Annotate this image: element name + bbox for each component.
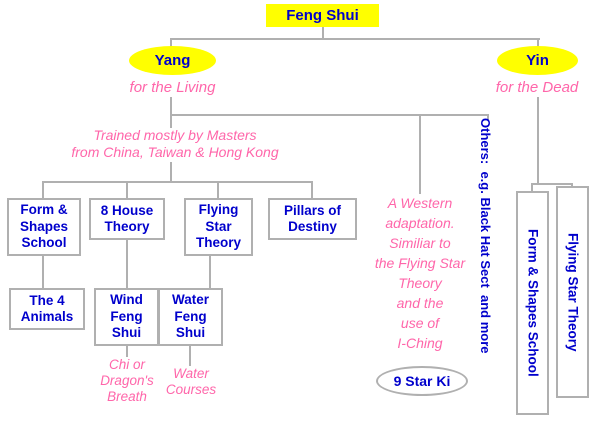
connector <box>126 346 128 357</box>
box-wind-feng-shui: Wind Feng Shui <box>94 288 159 346</box>
connector <box>126 240 128 288</box>
root-node-feng-shui: Feng Shui <box>266 4 379 27</box>
vbox-yin-form-shapes-school: Form & Shapes School <box>516 191 549 415</box>
yang-node: Yang <box>129 46 216 75</box>
connector <box>43 181 312 183</box>
connector <box>537 97 539 184</box>
yang-masters-note: Trained mostly by Masters from China, Ta… <box>71 127 279 160</box>
box-pillars-of-destiny: Pillars of Destiny <box>268 198 357 240</box>
connector <box>537 38 539 47</box>
connector <box>487 114 489 120</box>
connector <box>170 162 172 182</box>
yang-subtitle: for the Living <box>129 79 216 96</box>
box-water-feng-shui: Water Feng Shui <box>158 288 223 346</box>
connector <box>170 38 172 47</box>
chi-annotation: Chi or Dragon's Breath <box>100 357 154 404</box>
vbox-yin-flying-star-label: Flying Star Theory <box>565 232 581 352</box>
connector <box>170 97 172 128</box>
connector <box>170 114 489 116</box>
connector <box>531 183 533 192</box>
connector <box>531 183 573 185</box>
connector <box>42 256 44 288</box>
others-label: Others: e.g. Black Hat Sect and more <box>478 118 493 354</box>
connector <box>311 181 313 198</box>
connector <box>322 27 324 39</box>
box-8-house-theory: 8 House Theory <box>89 198 165 240</box>
connector <box>126 181 128 198</box>
western-adaptation-note: A Western adaptation. Similiar to the Fl… <box>374 195 466 351</box>
connector <box>170 38 540 40</box>
vbox-yin-flying-star-theory: Flying Star Theory <box>556 186 589 398</box>
connector <box>209 256 211 288</box>
box-form-shapes-school: Form & Shapes School <box>7 198 81 256</box>
yin-node: Yin <box>497 46 578 75</box>
box-the-4-animals: The 4 Animals <box>9 288 85 330</box>
water-courses-annotation: Water Courses <box>165 366 217 397</box>
oval-9-star-ki: 9 Star Ki <box>376 366 468 396</box>
connector <box>419 114 421 194</box>
vbox-yin-form-shapes-label: Form & Shapes School <box>525 229 541 377</box>
connector <box>217 181 219 198</box>
box-flying-star-theory: Flying Star Theory <box>184 198 253 256</box>
connector <box>42 181 44 198</box>
yin-subtitle: for the Dead <box>495 79 579 96</box>
connector <box>189 346 191 366</box>
